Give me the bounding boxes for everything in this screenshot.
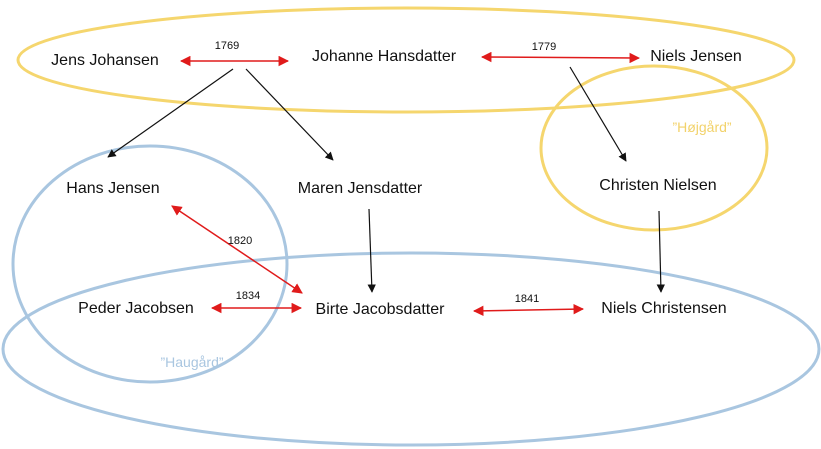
person-niels-christensen: Niels Christensen <box>601 300 726 317</box>
marriage-year-1841: 1841 <box>515 293 539 305</box>
farm-label-haugard: ”Haugård” <box>160 354 223 370</box>
person-jens-johansen: Jens Johansen <box>51 52 159 69</box>
marriage-arrow-1820 <box>171 205 303 294</box>
marriage-year-1779: 1779 <box>532 41 556 53</box>
haugard-blue-ellipse <box>1 251 821 447</box>
hojgard-yellow-ellipse <box>539 64 769 232</box>
descent-arrow-to-niels-christensen <box>656 210 666 293</box>
person-hans-jensen: Hans Jensen <box>66 180 159 197</box>
person-birte-jacobsdatter: Birte Jacobsdatter <box>316 301 446 318</box>
descent-arrow-to-maren-jensdatter <box>245 68 334 161</box>
person-maren-jensdatter: Maren Jensdatter <box>298 180 423 197</box>
person-johanne-hansdatter: Johanne Hansdatter <box>312 48 457 65</box>
person-christen-nielsen: Christen Nielsen <box>599 177 716 194</box>
top-yellow-group-ellipse <box>16 6 796 114</box>
marriage-arrow-1779 <box>480 51 641 64</box>
person-niels-jensen: Niels Jensen <box>650 48 742 65</box>
marriage-year-1769: 1769 <box>215 40 239 52</box>
marriage-arrow-1841 <box>472 303 585 317</box>
descent-arrow-to-birte-jacobsdatter <box>367 208 376 293</box>
descent-arrow-to-christen-nielsen <box>569 66 627 162</box>
person-peder-jacobsen: Peder Jacobsen <box>78 300 194 317</box>
marriage-year-1820: 1820 <box>228 235 252 247</box>
descent-arrow-to-hans-jensen <box>107 68 234 158</box>
marriage-year-1834: 1834 <box>236 290 260 302</box>
farm-label-hojgard: ”Højgård” <box>672 119 731 135</box>
